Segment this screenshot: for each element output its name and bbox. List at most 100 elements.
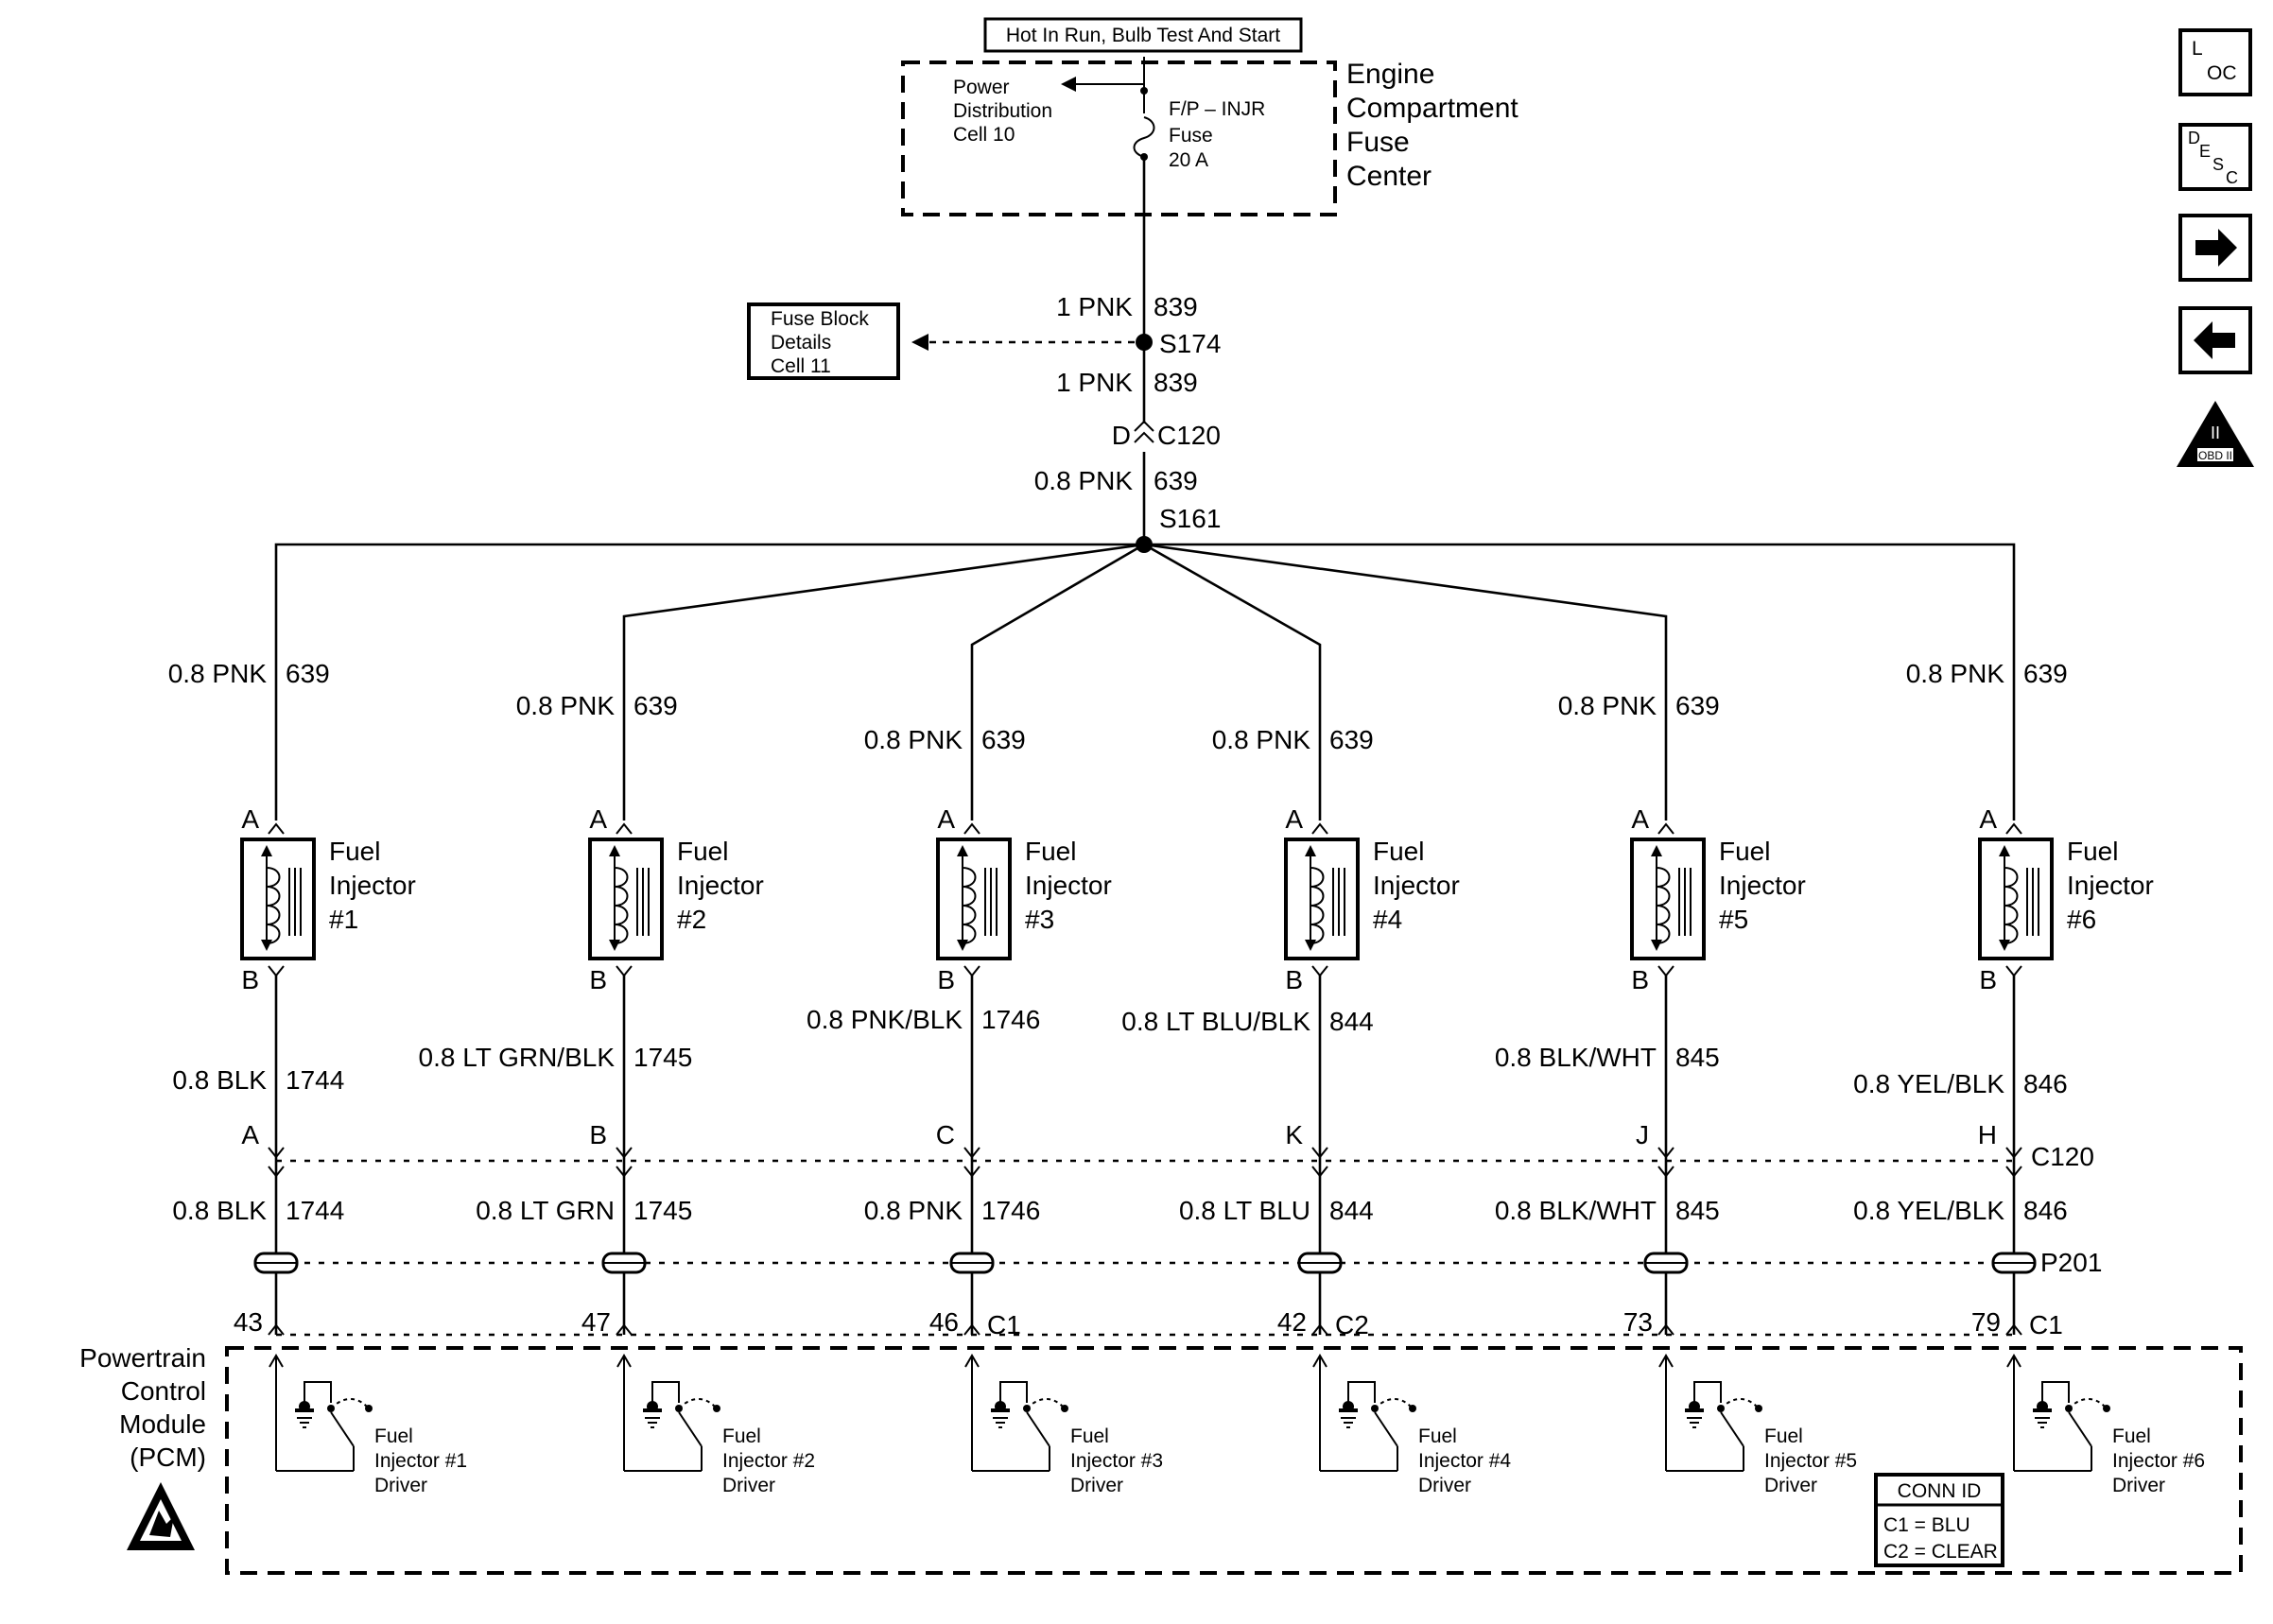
esd-warning-icon [127,1482,195,1550]
injector-5-driver-label-3: Driver [1764,1475,1817,1496]
injector-2-driver-label-1: Fuel [722,1425,761,1447]
injector-4-pin-b: B [1285,965,1303,994]
pcm-connector-c1-b: C1 [2029,1310,2063,1339]
injector-5-label-2: Injector [1719,871,1806,900]
injector-1-coil-icon [266,867,281,944]
injector-4-pcm-pin-icon [1311,1323,1328,1336]
injector-6-p201-circuit: 846 [2023,1196,2068,1225]
injector-1-supply-circuit: 639 [286,659,330,688]
injector-2-supply-gauge: 0.8 PNK [516,691,616,720]
injector-5-pin-a-icon [1657,822,1674,835]
injector-4-driver-icon [1339,1381,1416,1471]
injector-3-pin-b: B [937,965,955,994]
injector-4-output-gauge: 0.8 LT BLU/BLK [1121,1007,1310,1036]
injector-5-p201-gauge: 0.8 BLK/WHT [1495,1196,1657,1225]
injector-6-label-3: #6 [2067,905,2096,934]
injector-3-output-circuit: 1746 [981,1005,1040,1034]
injector-4-p201-gauge: 0.8 LT BLU [1179,1196,1310,1225]
injector-5-p201-circuit: 845 [1675,1196,1720,1225]
injector-2-c120-pin: B [589,1120,607,1149]
injector-6-supply-gauge: 0.8 PNK [1906,659,2005,688]
injector-2-c120-icon [616,1147,633,1178]
injector-4-p201-circuit: 844 [1329,1196,1374,1225]
injector-5-driver-label-2: Injector #5 [1764,1450,1857,1472]
injector-2-output-circuit: 1745 [633,1043,692,1072]
engine-fuse-center-box [901,60,1337,216]
injector-1-c120-pin: A [241,1120,259,1149]
connector-rows [225,1159,2243,1575]
injector-1-output-gauge: 0.8 BLK [172,1065,267,1095]
injector-3-p201-circuit: 1746 [981,1196,1040,1225]
injector-2-driver-label-3: Driver [722,1475,775,1496]
injector-5-pcm-pin-icon [1657,1323,1674,1336]
loc-icon[interactable]: L OC [2178,28,2252,96]
injector-1-p201-circuit: 1744 [286,1196,344,1225]
injector-2-label-2: Injector [677,871,764,900]
injector-5-output-circuit: 845 [1675,1043,1720,1072]
injector-2-output-gauge: 0.8 LT GRN/BLK [419,1043,616,1072]
injector-1-label-2: Injector [329,871,416,900]
obd-ii-icon[interactable]: II OBD II [2177,401,2254,467]
injector-3-c120-pin: C [936,1120,955,1149]
fuse-icon [1133,57,1155,161]
trunk-top-circuit: 839 [1154,292,1198,321]
pcm-label-2: Control [121,1376,206,1406]
injector-1-output-circuit: 1744 [286,1065,344,1095]
injector-6-pin-a-icon [2005,822,2022,835]
desc-icon[interactable]: D E S C [2178,123,2252,191]
supply-header-box [983,17,1303,53]
fuse-block-ref-arrow [911,334,928,351]
injector-5-c120-pin: J [1636,1120,1649,1149]
previous-arrow-icon[interactable] [2178,306,2252,374]
obd-icon-label: OBD II [2198,449,2232,462]
injector-2-coil-icon [614,867,629,944]
fuse-block-ref-box[interactable] [747,302,900,380]
desc-icon-e: E [2199,142,2211,161]
trunk-mid-circuit: 839 [1154,368,1198,397]
c120-row-label: C120 [2031,1142,2094,1171]
injector-2-supply-circuit: 639 [633,691,678,720]
pcm-label: Powertrain Control Module (PCM) [79,1343,206,1472]
injector-6-label-2: Injector [2067,871,2154,900]
injector-6-coil-icon [2004,867,2019,944]
injector-6-driver-label-2: Injector #6 [2112,1450,2205,1472]
injector-3-label-2: Injector [1025,871,1112,900]
injector-6-driver-label-1: Fuel [2112,1425,2151,1447]
injector-4-c120-pin: K [1285,1120,1303,1149]
injector-6-driver-label-3: Driver [2112,1475,2165,1496]
injector-1-pcm-pin: 43 [234,1307,263,1337]
nav-icons: L OC D E S C II OBD II [2177,28,2254,467]
injector-4-pcm-pin: 42 [1277,1307,1307,1337]
injector-5-driver-icon [1685,1381,1762,1471]
efc-label-4: Center [1346,161,1431,192]
next-arrow-icon[interactable] [2178,214,2252,282]
injector-6-c120-icon [2005,1147,2022,1178]
injector-4-pin-b-icon [1311,965,1328,977]
pcm-label-1: Powertrain [79,1343,206,1373]
supply-header-text: Hot In Run, Bulb Test And Start [1006,25,1280,46]
fuse-label-1: F/P – INJR [1169,98,1265,120]
injector-1-c120-icon [268,1147,285,1178]
injector-5-label-3: #5 [1719,905,1748,934]
pcm-label-3: Module [119,1409,206,1439]
injector-5-label-1: Fuel [1719,837,1770,866]
injector-3-pin-a: A [937,804,955,834]
trunk-section: 1 PNK 839 S174 1 PNK 839 D C120 0.8 PNK … [1034,157,1221,553]
injector-3-supply-circuit: 639 [981,725,1026,754]
injector-1-pcm-pin-icon [268,1323,285,1336]
injector-5-coil-icon [1656,867,1671,944]
fuse-block-reference[interactable]: Fuse Block Details Cell 11 [747,302,1135,380]
injector-1-p201-gauge: 0.8 BLK [172,1196,267,1225]
injector-3-label-3: #3 [1025,905,1054,934]
injector-1-supply-gauge: 0.8 PNK [168,659,268,688]
fuse-label-3: 20 A [1169,149,1208,171]
injector-4-c120-icon [1311,1147,1328,1178]
pcm-label-4: (PCM) [130,1443,206,1472]
injector-1-label-3: #1 [329,905,358,934]
injector-5-pin-a: A [1631,804,1649,834]
